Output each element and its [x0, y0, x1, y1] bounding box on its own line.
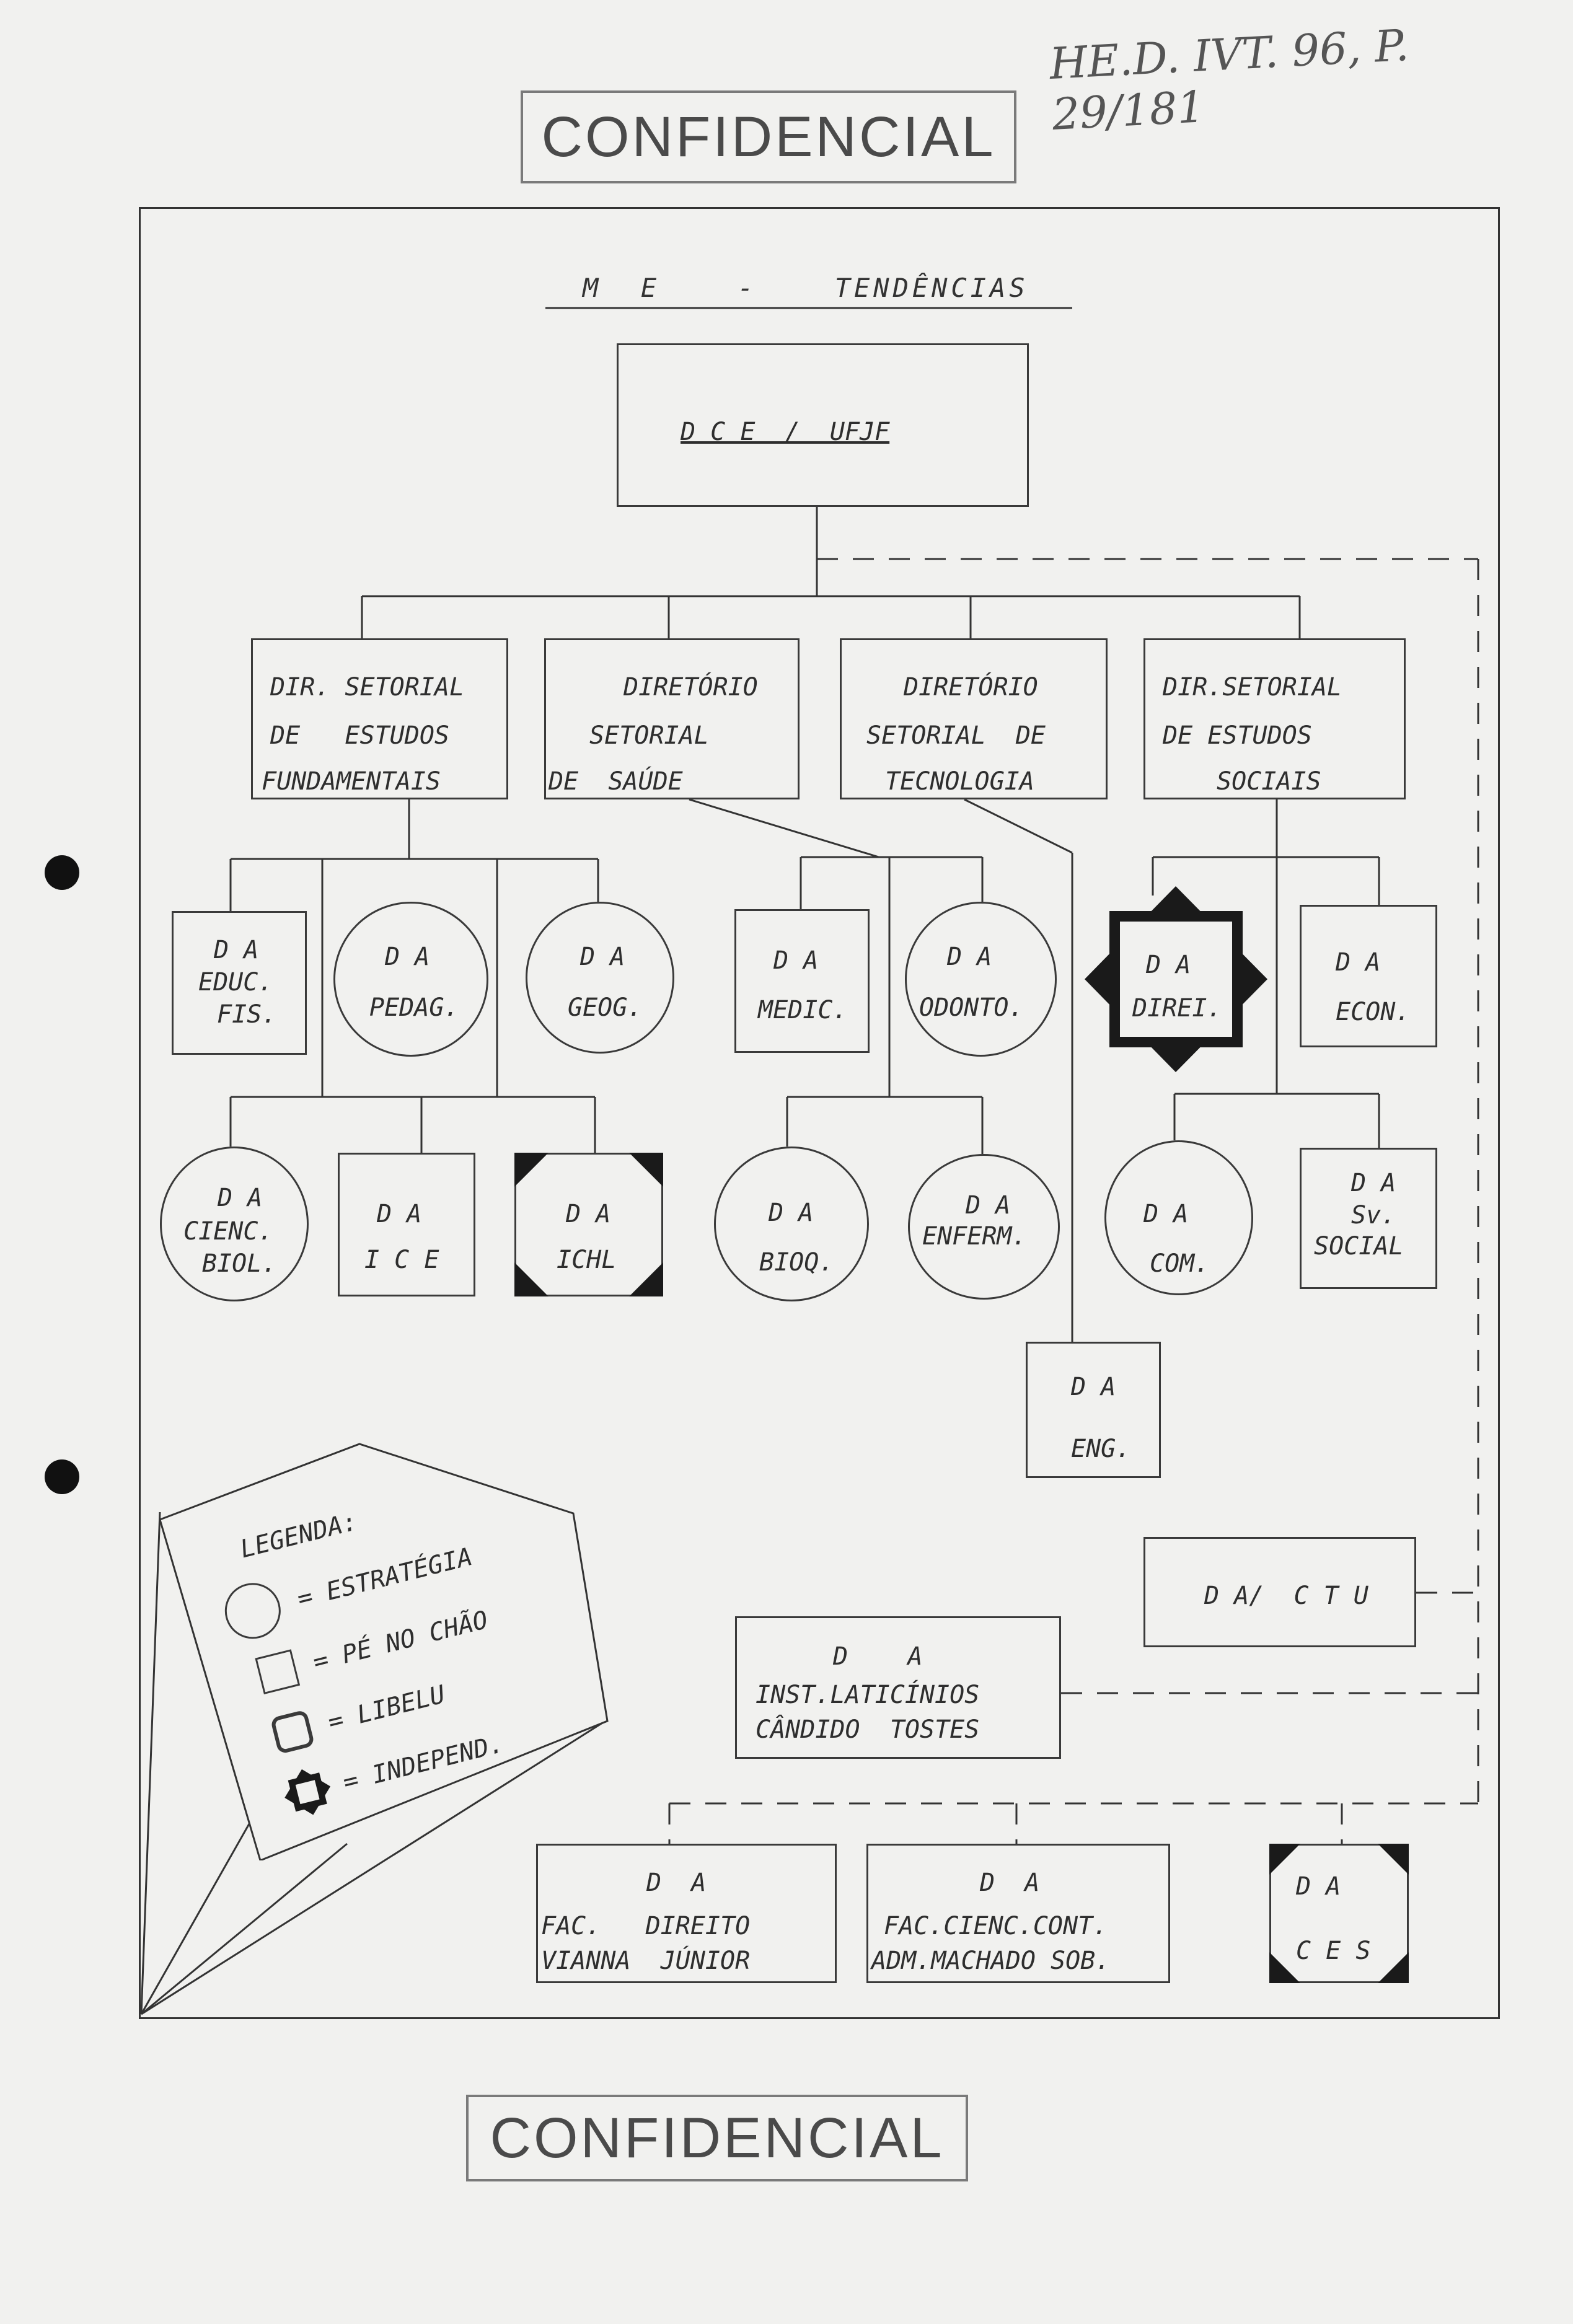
sector-line: DIRETÓRIO [904, 673, 1038, 702]
unit-line: I C E [364, 1246, 439, 1274]
sector-line: DIRETÓRIO [623, 673, 758, 702]
unit-line: D A/ C T U [1204, 1582, 1368, 1610]
unit-direi: D A DIREI. [1120, 922, 1232, 1037]
unit-line: D A [833, 1642, 923, 1671]
unit-cienc-biol: D A CIENC. BIOL. [160, 1147, 309, 1301]
unit-enferm: D A ENFERM. [908, 1154, 1060, 1300]
sector-line: DIR.SETORIAL [1163, 673, 1342, 702]
unit-line: D A [947, 943, 992, 971]
sector-tecnologia: DIRETÓRIO SETORIAL DE TECNOLOGIA [840, 638, 1108, 799]
unit-line: D A [377, 1200, 422, 1228]
unit-direi-star-icon [1085, 886, 1267, 1072]
unit-bioq: D A BIOQ. [714, 1147, 869, 1301]
unit-line: CIENC. [183, 1217, 273, 1246]
unit-line: MEDIC. [758, 996, 848, 1024]
unit-fac-direito: D A FAC. DIREITO VIANNA JÚNIOR [536, 1844, 837, 1983]
unit-line: FIS. [217, 1000, 277, 1029]
unit-line: D A [1143, 1200, 1189, 1228]
unit-line: INST.LATICÍNIOS [756, 1681, 980, 1709]
sector-line: TECNOLOGIA [885, 767, 1034, 796]
unit-ichl: D A ICHL [514, 1153, 663, 1296]
unit-sv-social: D A Sv. SOCIAL [1300, 1148, 1437, 1289]
sector-line: FUNDAMENTAIS [262, 767, 441, 796]
unit-line: DIREI. [1132, 994, 1222, 1023]
unit-line: ENG. [1071, 1435, 1131, 1463]
unit-line: EDUC. [198, 968, 273, 997]
unit-line: D A [218, 1184, 263, 1212]
legend-independent-icon [284, 1769, 331, 1815]
unit-line: BIOQ. [759, 1248, 834, 1277]
unit-line: D A [1351, 1169, 1396, 1197]
unit-line: D A [980, 1868, 1040, 1897]
unit-line: D A [1146, 951, 1191, 979]
unit-line: ADM.MACHADO SOB. [871, 1947, 1111, 1975]
unit-line: GEOG. [568, 993, 643, 1022]
unit-line: ODONTO. [919, 993, 1024, 1022]
legend-panel [159, 1443, 609, 1860]
sector-estudos-fundamentais: DIR. SETORIAL DE ESTUDOS FUNDAMENTAIS [251, 638, 508, 799]
unit-line: D A [773, 946, 819, 975]
unit-line: ICHL [557, 1246, 617, 1274]
libelu-corner-icon [1269, 1844, 1409, 1983]
sector-saude: DIRETÓRIO SETORIAL DE SAÚDE [544, 638, 800, 799]
unit-line: D A [966, 1191, 1011, 1220]
sector-line: SETORIAL DE [866, 721, 1046, 750]
unit-ces: D A C E S [1269, 1844, 1409, 1983]
unit-line: D A [580, 943, 625, 971]
unit-line: D A [385, 943, 430, 971]
sector-line: DE SAÚDE [549, 767, 683, 796]
unit-line: D A [1296, 1872, 1341, 1901]
unit-geog: D A GEOG. [526, 902, 674, 1054]
unit-pedag: D A PEDAG. [333, 902, 488, 1057]
unit-com: D A COM. [1104, 1140, 1253, 1295]
unit-line: D A [769, 1199, 814, 1227]
unit-econ: D A ECON. [1300, 905, 1437, 1047]
unit-line: D A [1336, 948, 1381, 977]
unit-line: D A [566, 1200, 611, 1228]
unit-line: FAC.CIENC.CONT. [884, 1912, 1108, 1940]
unit-line: FAC. DIREITO [541, 1912, 751, 1940]
unit-line: C E S [1296, 1937, 1371, 1965]
unit-line: SOCIAL [1314, 1232, 1404, 1261]
root-label: D C E / UFJF [681, 418, 890, 446]
unit-da-ctu: D A/ C T U [1143, 1537, 1416, 1647]
unit-medic: D A MEDIC. [734, 909, 870, 1053]
diagram-title: M E - TENDÊNCIAS [583, 273, 1029, 303]
sector-line: SOCIAIS [1217, 767, 1321, 796]
unit-educ-fis: D A EDUC. FIS. [172, 911, 307, 1055]
unit-line: D A [646, 1868, 707, 1897]
unit-laticinios: D A INST.LATICÍNIOS CÂNDIDO TOSTES [735, 1616, 1061, 1759]
unit-line: CÂNDIDO TOSTES [756, 1715, 980, 1744]
sector-line: DIR. SETORIAL [270, 673, 465, 702]
unit-line: D A [214, 936, 259, 964]
unit-odonto: D A ODONTO. [905, 902, 1057, 1057]
unit-line: BIOL. [202, 1249, 277, 1278]
unit-line: D A [1071, 1373, 1116, 1401]
confidential-stamp-bottom: CONFIDENCIAL [466, 2095, 968, 2181]
legend: LEGENDA: = ESTRATÉGIA = PÉ NO CHÃO = LIB… [155, 1439, 620, 1860]
sector-line: DE ESTUDOS [270, 721, 449, 750]
unit-line: VIANNA JÚNIOR [541, 1947, 751, 1975]
unit-eng: D A ENG. [1026, 1342, 1161, 1478]
root-dce-ufjf: D C E / UFJF [617, 343, 1029, 507]
confidential-stamp-top: CONFIDENCIAL [521, 90, 1016, 183]
unit-line: ECON. [1336, 998, 1411, 1026]
binder-hole [45, 1459, 79, 1494]
unit-line: PEDAG. [369, 993, 459, 1022]
unit-line: COM. [1150, 1249, 1210, 1278]
sector-line: DE ESTUDOS [1163, 721, 1312, 750]
sector-estudos-sociais: DIR.SETORIAL DE ESTUDOS SOCIAIS [1143, 638, 1406, 799]
unit-fac-cienc: D A FAC.CIENC.CONT. ADM.MACHADO SOB. [866, 1844, 1170, 1983]
binder-hole [45, 855, 79, 890]
unit-line: ENFERM. [922, 1222, 1027, 1251]
unit-line: Sv. [1351, 1201, 1396, 1230]
diagram-frame [139, 207, 1500, 2019]
libelu-corner-icon [514, 1153, 663, 1296]
unit-ice: D A I C E [338, 1153, 475, 1296]
sector-line: SETORIAL [589, 721, 709, 750]
